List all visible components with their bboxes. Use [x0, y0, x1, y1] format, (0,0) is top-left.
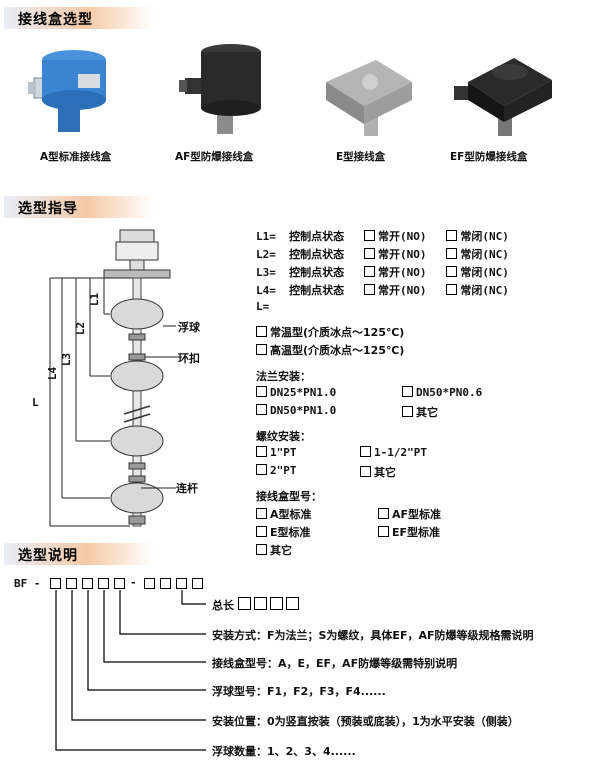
box-model-option: AF型标准 [378, 506, 441, 522]
code-box-model: 接线盒型号：A，E，EF，AF防爆等级需特别说明 [212, 657, 458, 670]
af-type-junction-box-image [179, 44, 261, 134]
checkbox[interactable] [446, 266, 458, 277]
box-model-option: E型标准 [256, 524, 311, 540]
code-box [114, 578, 125, 589]
code-box [66, 578, 77, 589]
code-total-length: 总长 [212, 597, 302, 613]
checkbox[interactable] [256, 326, 267, 337]
checkbox[interactable] [364, 230, 375, 241]
checkbox[interactable] [256, 526, 267, 537]
thread-title: 螺纹安装： [256, 430, 311, 443]
checkbox[interactable] [256, 508, 267, 519]
code-install-position: 安装位置：0为竖直按装（预装或底装），1为水平安装（侧装） [212, 715, 519, 728]
code-box [285, 597, 299, 610]
checkbox[interactable] [402, 386, 413, 397]
product-caption: EF型防爆接线盒 [450, 151, 528, 163]
checkbox[interactable] [360, 446, 371, 457]
thread-option: 1"PT [256, 446, 297, 459]
code-install-method: 安装方式：F为法兰；S为螺纹，具体EF，AF防爆等级规格需说明 [212, 629, 534, 642]
checkbox[interactable] [256, 404, 267, 415]
dim-label-l: L [32, 396, 39, 409]
checkbox[interactable] [364, 248, 375, 259]
checkbox[interactable] [256, 464, 267, 475]
code-box [50, 578, 61, 589]
checkbox[interactable] [256, 386, 267, 397]
a-type-junction-box-image [28, 50, 106, 132]
checkbox[interactable] [446, 284, 458, 295]
dim-label-l4: L4 [46, 366, 60, 381]
checkbox[interactable] [364, 266, 375, 277]
code-box [82, 578, 93, 589]
diagram-label-float: 浮球 [178, 321, 200, 334]
temp-option: 常温型(介质冰点～125℃) [256, 324, 404, 340]
code-box [237, 597, 251, 610]
thread-option: 2"PT [256, 464, 297, 477]
diagram-label-rod: 连杆 [176, 482, 198, 495]
section-header-guide: 选型指导 [4, 196, 154, 218]
code-box [160, 578, 171, 589]
flange-option: DN25*PN1.0 [256, 386, 336, 399]
flange-title: 法兰安装： [256, 370, 311, 383]
diagram-label-ring: 环扣 [178, 352, 200, 365]
dim-label-l3: L3 [60, 352, 74, 367]
section-header-code: 选型说明 [4, 543, 154, 565]
code-box [269, 597, 283, 610]
code-leader-lines [55, 590, 206, 751]
checkbox[interactable] [378, 508, 389, 519]
checkbox[interactable] [378, 526, 389, 537]
code-box [176, 578, 187, 589]
section-title: 选型说明 [18, 548, 78, 564]
l-total-label: L= [256, 300, 270, 313]
box-model-option: 其它 [256, 542, 292, 558]
product-caption: E型接线盒 [336, 151, 386, 163]
checkbox[interactable] [256, 544, 267, 555]
thread-option: 其它 [360, 464, 396, 480]
code-prefix: BF - [14, 577, 41, 590]
code-float-model: 浮球型号：F1，F2，F3，F4...... [212, 685, 386, 698]
flange-option: 其它 [402, 404, 438, 420]
float-switch-diagram [49, 229, 178, 527]
code-box [98, 578, 109, 589]
dim-label-l2: L2 [74, 321, 88, 336]
checkbox[interactable] [360, 466, 371, 477]
dim-label-l1: L1 [88, 292, 102, 307]
product-caption: AF型防爆接线盒 [175, 151, 254, 163]
code-box [192, 578, 203, 589]
contact-row: L3= 控制点状态 常开(NO) 常闭(NC) [256, 266, 509, 279]
ef-type-junction-box-image [454, 58, 552, 136]
code-dash: - [131, 576, 136, 589]
checkbox[interactable] [364, 284, 375, 295]
section-header-junction-box: 接线盒选型 [4, 7, 154, 29]
box-model-option: A型标准 [256, 506, 312, 522]
code-box [144, 578, 155, 589]
section-title: 接线盒选型 [18, 12, 93, 28]
checkbox[interactable] [446, 230, 458, 241]
e-type-junction-box-image [326, 60, 412, 136]
checkbox[interactable] [256, 344, 267, 355]
checkbox[interactable] [402, 406, 413, 417]
checkbox[interactable] [256, 446, 267, 457]
box-model-title: 接线盒型号： [256, 490, 322, 503]
code-box [253, 597, 267, 610]
checkbox[interactable] [446, 248, 458, 259]
thread-option: 1-1/2"PT [360, 446, 427, 459]
flange-option: DN50*PN1.0 [256, 404, 336, 417]
flange-option: DN50*PN0.6 [402, 386, 482, 399]
temp-option: 高温型(介质冰点～125℃) [256, 342, 404, 358]
code-float-count: 浮球数量：1、2、3、4...... [212, 745, 356, 758]
box-model-option: EF型标准 [378, 524, 440, 540]
product-caption: A型标准接线盒 [40, 151, 112, 163]
contact-row: L2= 控制点状态 常开(NO) 常闭(NC) [256, 248, 509, 261]
contact-row: L4= 控制点状态 常开(NO) 常闭(NC) [256, 284, 509, 297]
section-title: 选型指导 [18, 201, 78, 217]
contact-row: L1= 控制点状态 常开(NO) 常闭(NC) [256, 230, 509, 243]
